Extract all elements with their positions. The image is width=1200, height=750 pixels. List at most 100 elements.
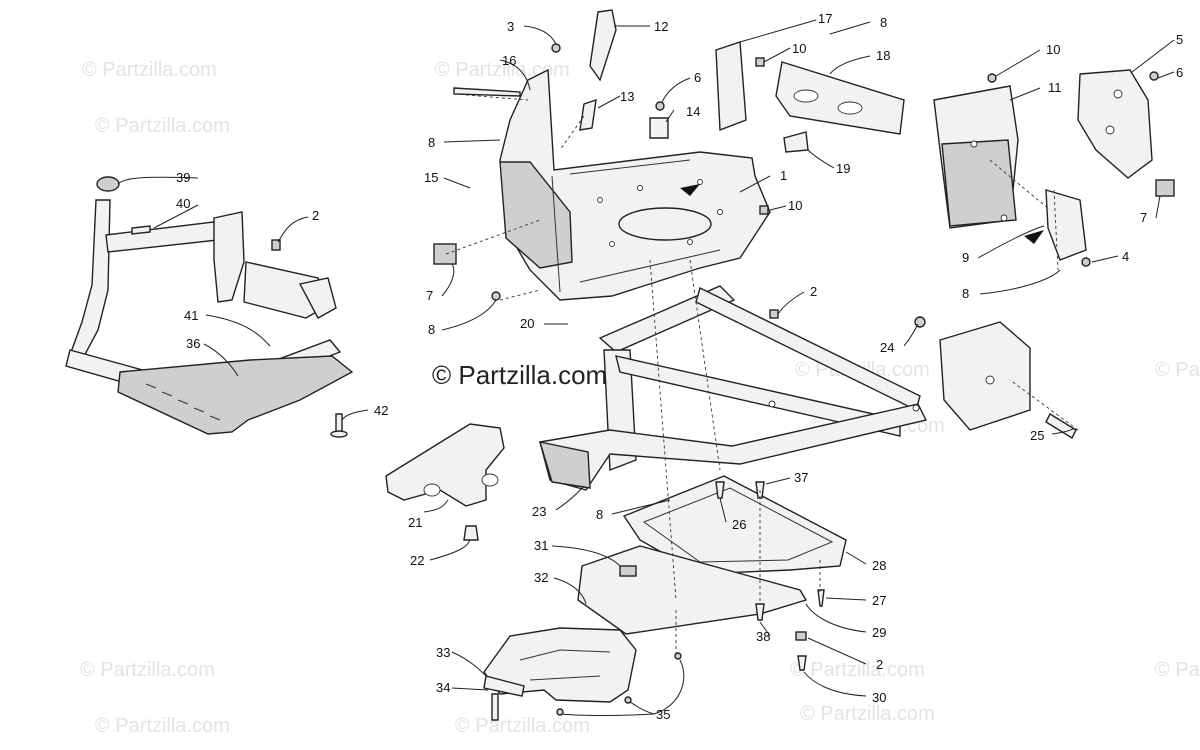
leader-line [845, 551, 867, 565]
bolt-22 [463, 525, 479, 541]
clip-10 [987, 73, 997, 83]
callout-6: 6 [1176, 65, 1183, 80]
bolt-42-head [330, 430, 348, 438]
leader-line [597, 95, 621, 109]
nut-24 [914, 316, 926, 328]
leader-line [1091, 255, 1119, 263]
bolt-40 [131, 225, 151, 235]
bolt-16 [453, 87, 521, 97]
leader-line [807, 637, 867, 665]
callout-8: 8 [880, 15, 887, 30]
callout-2: 2 [312, 208, 319, 223]
clip-2 [271, 239, 281, 251]
frame-hole [597, 197, 603, 203]
frame-hole [697, 179, 703, 185]
leader-line [977, 225, 1045, 259]
bolt-3 [551, 43, 561, 53]
bracket-12 [589, 9, 617, 82]
clip-2 [795, 631, 807, 641]
callout-17: 17 [818, 11, 832, 26]
bolt-34 [491, 693, 499, 721]
grommet-39 [96, 176, 120, 192]
bumper-bracket [213, 211, 245, 303]
leader-line [739, 19, 817, 43]
callout-8: 8 [962, 286, 969, 301]
callout-38: 38 [756, 629, 770, 644]
front-bumper-assembly [65, 176, 354, 438]
leader-line [553, 577, 587, 605]
leader-line [765, 477, 791, 485]
bolt-26 [715, 481, 725, 499]
callout-9: 9 [962, 250, 969, 265]
callout-27: 27 [872, 593, 886, 608]
bracket-hole [970, 140, 978, 148]
watermark-center: © Partzilla.com [432, 360, 607, 390]
leader-line [1131, 39, 1175, 73]
leader-line [829, 21, 871, 35]
chassis-bracket-23 [538, 441, 591, 489]
callout-39: 39 [176, 170, 190, 185]
leader-line [611, 499, 671, 515]
front-arrow-marker [680, 184, 700, 196]
callout-28: 28 [872, 558, 886, 573]
callout-31: 31 [534, 538, 548, 553]
leader-line [441, 299, 497, 331]
bracket-mount [1045, 189, 1087, 261]
watermark: © Partzilla.com [1155, 659, 1200, 681]
watermark: © Partzilla.com [82, 59, 217, 81]
callout-16: 16 [502, 53, 516, 68]
callout-18: 18 [876, 48, 890, 63]
clip-31 [619, 565, 637, 577]
callout-10: 10 [788, 198, 802, 213]
leader-line [995, 49, 1041, 77]
callout-33: 33 [436, 645, 450, 660]
bracket-9 [941, 139, 1017, 227]
leader-line [561, 713, 655, 716]
skid-plate-28-inner [642, 487, 834, 563]
leader-line [117, 176, 199, 185]
frame-hole [717, 209, 723, 215]
leader-line [277, 216, 309, 243]
callout-34: 34 [436, 680, 450, 695]
bracket-hole [1000, 214, 1008, 222]
callout-37: 37 [794, 470, 808, 485]
bracket-hole [985, 375, 995, 385]
callout-8: 8 [428, 135, 435, 150]
bolt-35 [556, 708, 564, 716]
leader-line [523, 25, 557, 45]
callout-35: 35 [656, 707, 670, 722]
leader-line [451, 651, 487, 677]
leader-line [1155, 195, 1161, 219]
callout-2: 2 [876, 657, 883, 672]
leader-line [1009, 87, 1041, 101]
leader-line [1051, 427, 1075, 435]
bolt-6 [655, 101, 665, 111]
callout-13: 13 [620, 89, 634, 104]
leader-line [205, 314, 271, 347]
bumper-skid-plate [117, 355, 354, 435]
bumper-pad-7 [1155, 179, 1175, 197]
leader-line [451, 687, 489, 691]
assembly-line [445, 93, 585, 301]
bracket-33 [483, 675, 525, 697]
callout-24: 24 [880, 340, 894, 355]
leader-line [763, 47, 791, 63]
callout-25: 25 [1030, 428, 1044, 443]
callout-30: 30 [872, 690, 886, 705]
frame-hole [687, 239, 693, 245]
bolt-20 [491, 291, 501, 301]
leader-line [653, 659, 685, 715]
callout-2: 2 [810, 284, 817, 299]
leader-line [759, 621, 771, 637]
leader-line [661, 77, 691, 103]
leader-line [769, 205, 787, 211]
leader-line [551, 545, 621, 567]
watermark: © Partzilla.com [800, 703, 935, 725]
leader-line [825, 597, 867, 601]
chassis-hole [768, 400, 776, 408]
callout-3: 3 [507, 19, 514, 34]
front-frame-assembly [433, 9, 905, 319]
leader-lines [117, 19, 1175, 716]
leader-line [443, 139, 501, 143]
bolt-38 [755, 603, 765, 621]
